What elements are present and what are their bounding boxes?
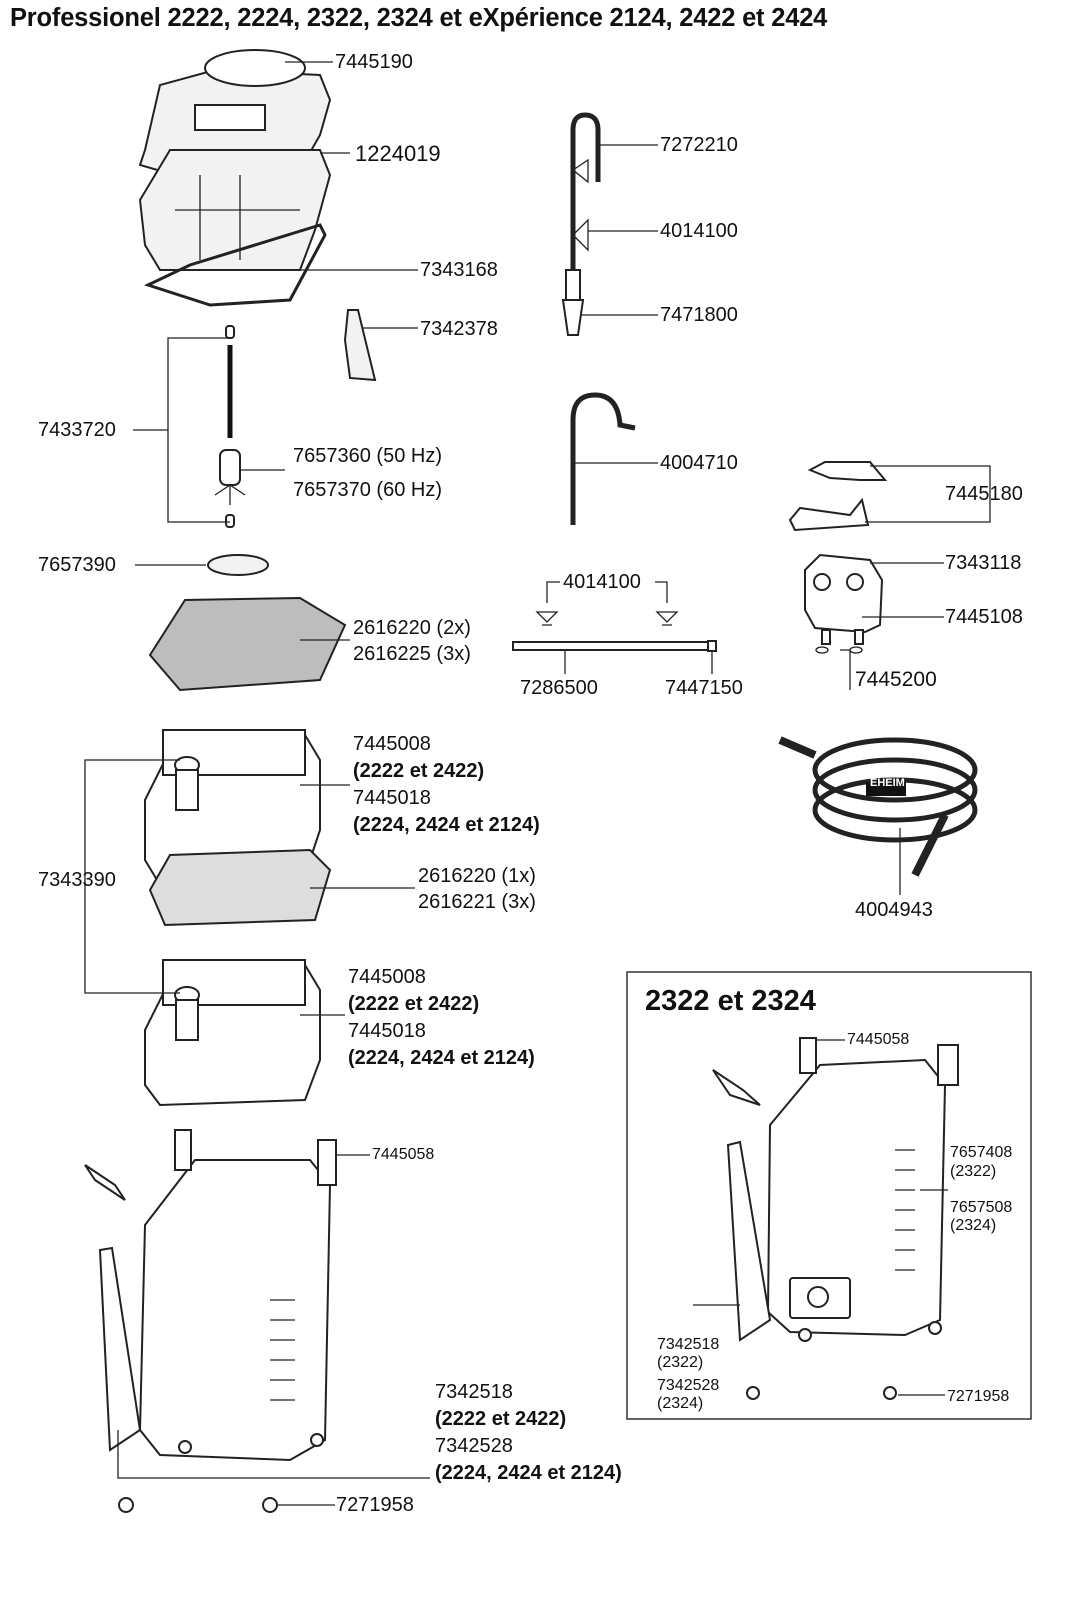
leader-lines bbox=[84, 61, 991, 1506]
inset-part-label: (2322) bbox=[657, 1354, 704, 1371]
part-label: 2616220 (1x) bbox=[418, 865, 536, 887]
filter-basket-lower-drawing bbox=[144, 959, 321, 1107]
inset-title: 2322 et 2324 bbox=[645, 985, 816, 1017]
suction-cup-drawing bbox=[571, 158, 589, 252]
part-label: 7343390 bbox=[38, 869, 116, 891]
canister-drawing bbox=[84, 1129, 337, 1462]
foam-pad-lower-drawing bbox=[148, 848, 332, 927]
part-label: 4004943 bbox=[855, 899, 933, 921]
spray-bar-drawing bbox=[512, 641, 709, 651]
part-label: 7445180 bbox=[945, 483, 1023, 505]
part-label: 2616221 (3x) bbox=[418, 891, 536, 913]
page-title: Professionel 2222, 2224, 2322, 2324 et e… bbox=[10, 4, 828, 32]
part-label: 7657370 (60 Hz) bbox=[293, 479, 442, 501]
inset-part-label: 7271958 bbox=[947, 1388, 1010, 1405]
hose-brand-text: EHEIM bbox=[870, 777, 905, 789]
inset-part-label: 7657508 bbox=[950, 1199, 1013, 1216]
inset-leader-lines bbox=[693, 1039, 948, 1396]
part-label: 7447150 bbox=[665, 677, 743, 699]
part-label: 7343118 bbox=[945, 552, 1022, 574]
part-variant-label: (2224, 2424 et 2124) bbox=[435, 1462, 622, 1484]
foot-icon bbox=[118, 1497, 134, 1513]
part-label: 4014100 bbox=[660, 220, 738, 242]
spray-bar-cup-drawing bbox=[535, 611, 559, 626]
intake-tube-drawing bbox=[561, 112, 601, 336]
part-label: 7342378 bbox=[420, 318, 498, 340]
part-label: 7271958 bbox=[336, 1494, 414, 1516]
o-ring-icon bbox=[849, 646, 863, 654]
adapter-drawing bbox=[804, 553, 884, 645]
part-label: 7445190 bbox=[335, 51, 413, 73]
part-label: 7272210 bbox=[660, 134, 738, 156]
inset-part-label: 7342518 bbox=[657, 1336, 720, 1353]
part-label: 7445108 bbox=[945, 606, 1023, 628]
part-label: 7445200 bbox=[855, 668, 937, 691]
part-label: 7445058 bbox=[372, 1146, 435, 1163]
foam-pad-drawing bbox=[148, 596, 347, 692]
part-label: 7286500 bbox=[520, 677, 598, 699]
inset-part-label: (2322) bbox=[950, 1163, 997, 1180]
part-variant-label: (2222 et 2422) bbox=[353, 760, 485, 782]
end-cap-drawing bbox=[707, 640, 717, 652]
foot-icon bbox=[262, 1497, 278, 1513]
inset-part-label: 7657408 bbox=[950, 1144, 1013, 1161]
inset-part-label: 7342528 bbox=[657, 1377, 720, 1394]
part-label: 1224019 bbox=[355, 141, 441, 166]
part-label: 4014100 bbox=[563, 571, 641, 593]
part-label: 7657390 bbox=[38, 554, 116, 576]
part-label: 7342528 bbox=[435, 1435, 513, 1457]
part-label: 7657360 (50 Hz) bbox=[293, 445, 442, 467]
impeller-cover-drawing bbox=[207, 554, 269, 576]
inset-canister-drawing bbox=[712, 1037, 959, 1342]
gasket-ring-drawing bbox=[143, 223, 327, 307]
pump-head-body-drawing bbox=[138, 149, 332, 271]
inset-foot-icon bbox=[883, 1386, 897, 1400]
impeller-assembly-drawing bbox=[214, 325, 246, 528]
part-label: 4004710 bbox=[660, 452, 738, 474]
filter-basket-upper-drawing bbox=[144, 729, 321, 887]
part-label: 7433720 bbox=[38, 419, 116, 441]
part-variant-label: (2224, 2424 et 2124) bbox=[353, 814, 540, 836]
clip-top-drawing bbox=[807, 461, 888, 481]
part-label: 7343168 bbox=[420, 259, 498, 281]
inset-part-label: (2324) bbox=[950, 1217, 997, 1234]
part-label: 2616220 (2x) bbox=[353, 617, 471, 639]
hose-coil-drawing bbox=[778, 736, 978, 877]
o-ring-icon bbox=[815, 646, 829, 654]
clip-bottom-drawing bbox=[788, 497, 870, 532]
inset-foot-icon bbox=[746, 1386, 760, 1400]
return-pipe-drawing bbox=[570, 392, 636, 525]
part-label: 7445018 bbox=[348, 1020, 426, 1042]
spray-bar-cup-drawing bbox=[655, 611, 679, 626]
part-label: 7445008 bbox=[353, 733, 431, 755]
inset-part-label: (2324) bbox=[657, 1395, 704, 1412]
part-variant-label: (2224, 2424 et 2124) bbox=[348, 1047, 535, 1069]
clip-part-drawing bbox=[343, 309, 377, 382]
inset-frame bbox=[626, 971, 1032, 1420]
part-label: 2616225 (3x) bbox=[353, 643, 471, 665]
part-label: 7445018 bbox=[353, 787, 431, 809]
part-label: 7445008 bbox=[348, 966, 426, 988]
part-variant-label: (2222 et 2422) bbox=[435, 1408, 567, 1430]
part-label: 7342518 bbox=[435, 1381, 513, 1403]
inset-part-label: 7445058 bbox=[847, 1031, 910, 1048]
part-label: 7471800 bbox=[660, 304, 738, 326]
part-variant-label: (2222 et 2422) bbox=[348, 993, 480, 1015]
